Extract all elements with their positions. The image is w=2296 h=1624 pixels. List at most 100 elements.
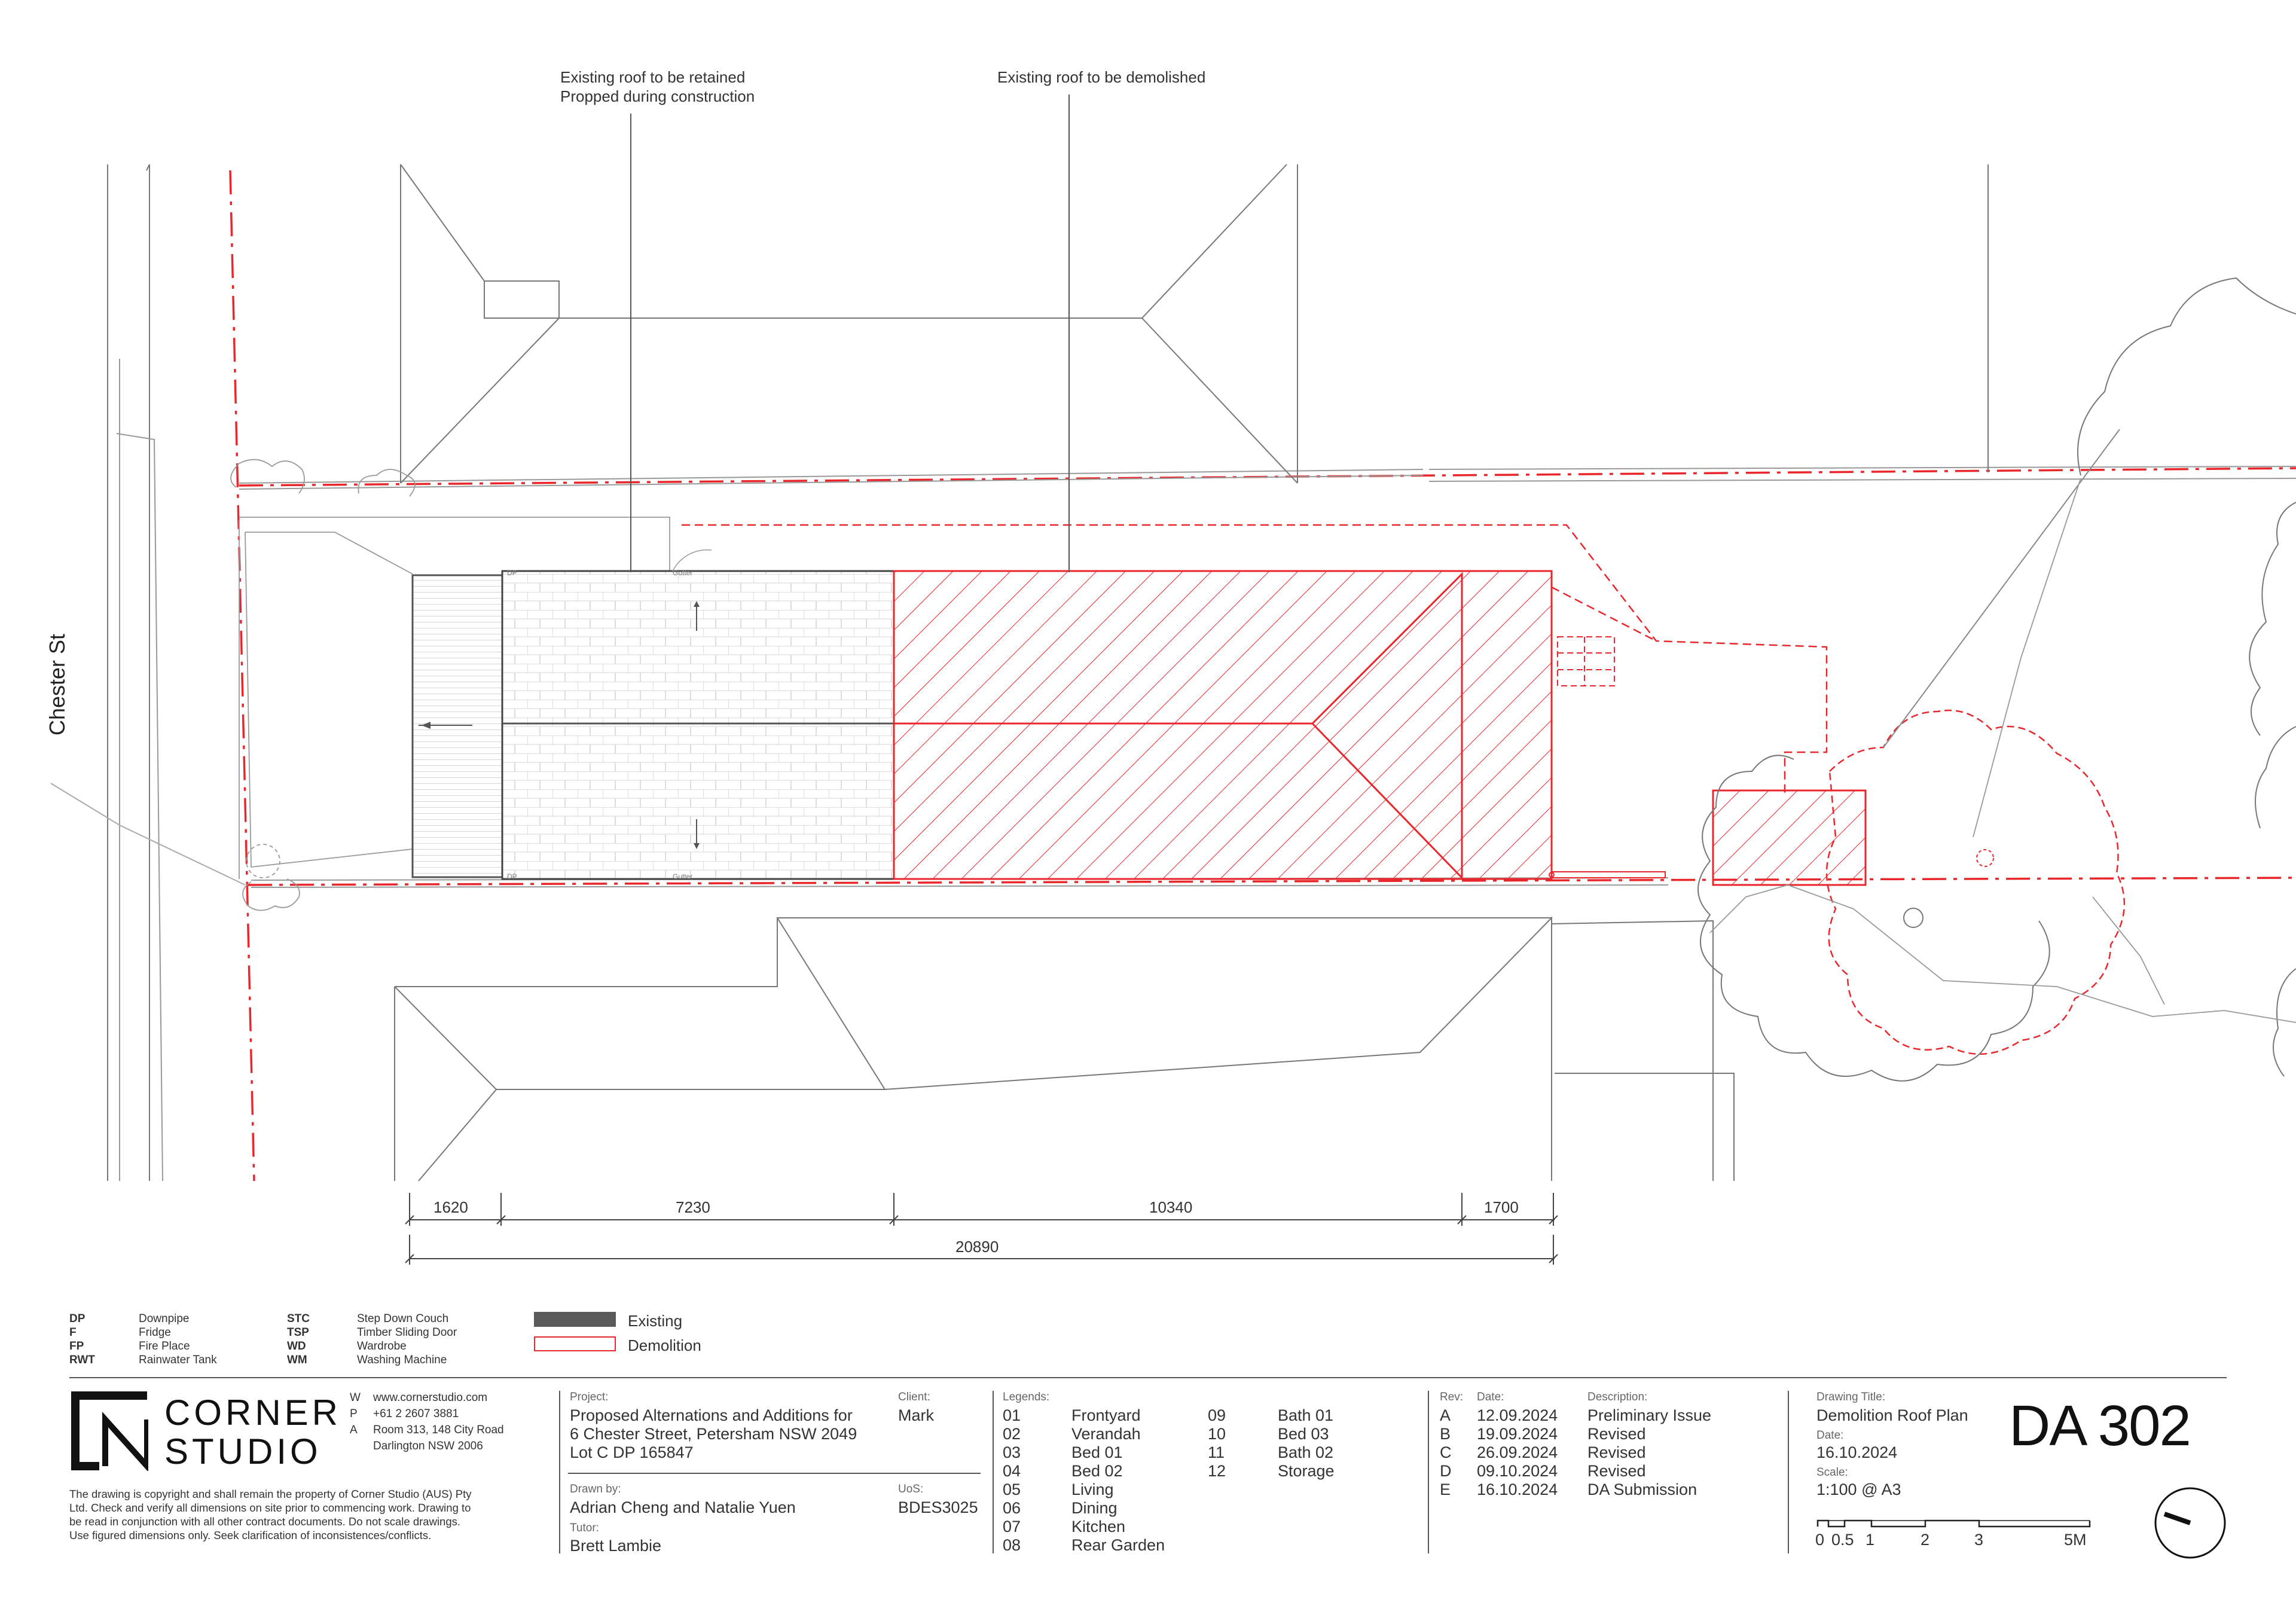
address-line2: Darlington NSW 2006	[373, 1440, 483, 1452]
legend-name: Bed 01	[1071, 1443, 1123, 1461]
divider-project	[568, 1473, 981, 1474]
disclaimer-line4: Use figured dimensions only. Seek clarif…	[69, 1529, 432, 1541]
gutter-tag: Gutter	[673, 569, 692, 577]
abbr-text: Wardrobe	[357, 1340, 407, 1353]
rev-desc-label: Description:	[1587, 1391, 1648, 1403]
legend-name: Bed 03	[1278, 1425, 1329, 1443]
disclaimer-line2: Ltd. Check and verify all dimensions on …	[69, 1501, 471, 1514]
dp-tag: DP	[507, 569, 517, 577]
key-existing-swatch	[534, 1312, 616, 1327]
dimension-10340: 10340	[1149, 1198, 1193, 1216]
gutter-tag-2: Gutter	[673, 872, 692, 881]
drawing-scale: 1:100 @ A3	[1816, 1480, 1901, 1498]
legend-name: Storage	[1278, 1462, 1335, 1480]
client-label: Client:	[898, 1391, 930, 1403]
web-value: www.cornerstudio.com	[373, 1391, 488, 1404]
boundary-front	[229, 170, 255, 1182]
firm-name-line1: CORNER	[164, 1393, 342, 1433]
abbr-code: FP	[69, 1340, 84, 1353]
dp-tag-2: DP	[507, 872, 517, 881]
north-arrow-icon	[2154, 1487, 2226, 1559]
uos-value: BDES3025	[898, 1498, 978, 1516]
dimension-1620: 1620	[433, 1198, 468, 1216]
scale-bar	[1816, 1519, 2091, 1528]
legend-num: 02	[1003, 1425, 1021, 1443]
legend-num: 03	[1003, 1443, 1021, 1461]
street-lines	[50, 164, 246, 1182]
abbr-code: STC	[287, 1312, 310, 1325]
dimension-total: 20890	[955, 1238, 999, 1256]
abbr-code: WD	[287, 1340, 306, 1353]
legend-num: 01	[1003, 1406, 1021, 1424]
rev-desc: Revised	[1587, 1425, 1646, 1443]
neighbour-house-north	[400, 164, 1989, 484]
rear-shed-demolition	[1712, 789, 1867, 886]
uos-label: UoS:	[898, 1483, 924, 1495]
scale-tick: 2	[1921, 1531, 1930, 1549]
rev-date: 12.09.2024	[1477, 1406, 1558, 1424]
demolition-roof	[893, 570, 1666, 880]
drawing-title: Demolition Roof Plan	[1816, 1406, 1968, 1424]
dimension-lines	[405, 1193, 1558, 1265]
project-line1: Proposed Alternations and Additions for	[570, 1406, 853, 1424]
rev-date: 26.09.2024	[1477, 1443, 1558, 1461]
rev-label: Rev:	[1440, 1391, 1464, 1403]
drawing-title-label: Drawing Title:	[1816, 1391, 1886, 1403]
legend-num: 12	[1208, 1462, 1226, 1480]
project-line3: Lot C DP 165847	[570, 1443, 694, 1461]
abbr-code: RWT	[69, 1354, 95, 1366]
legend-num: 07	[1003, 1518, 1021, 1536]
phone-value: +61 2 2607 3881	[373, 1408, 459, 1420]
drawing-date: 16.10.2024	[1816, 1443, 1898, 1461]
scale-tick: 1	[1866, 1531, 1875, 1549]
scale-tick: 0.5	[1831, 1531, 1854, 1549]
dimension-1700: 1700	[1484, 1198, 1519, 1216]
abbr-text: Fire Place	[139, 1340, 190, 1353]
drawing-date-label: Date:	[1816, 1429, 1844, 1442]
drawn-by-label: Drawn by:	[570, 1483, 621, 1495]
boundary-north	[239, 467, 2296, 487]
key-existing-label: Existing	[628, 1312, 683, 1330]
legend-num: 09	[1208, 1406, 1226, 1424]
divider	[559, 1391, 560, 1553]
legend-name: Living	[1071, 1480, 1114, 1498]
existing-roof-retained	[501, 570, 895, 880]
project-line2: 6 Chester Street, Petersham NSW 2049	[570, 1425, 857, 1443]
trees	[1697, 277, 2296, 1082]
client-value: Mark	[898, 1406, 934, 1424]
abbr-text: Step Down Couch	[357, 1312, 449, 1325]
rear-dashed-outline	[682, 524, 1828, 795]
rev-code: D	[1440, 1462, 1452, 1480]
scale-tick: 5M	[2064, 1531, 2087, 1549]
rev-date: 16.10.2024	[1477, 1480, 1558, 1498]
corner-studio-logo	[71, 1391, 150, 1475]
legend-num: 05	[1003, 1480, 1021, 1498]
tutor-value: Brett Lambie	[570, 1537, 662, 1555]
legend-name: Verandah	[1071, 1425, 1141, 1443]
abbr-text: Fridge	[139, 1326, 171, 1339]
drawing-number: DA 302	[2009, 1394, 2191, 1458]
legend-num: 04	[1003, 1462, 1021, 1480]
tutor-label: Tutor:	[570, 1522, 599, 1534]
drawn-by-value: Adrian Cheng and Natalie Yuen	[570, 1498, 796, 1516]
divider	[993, 1391, 994, 1553]
abbr-text: Washing Machine	[357, 1354, 447, 1366]
rev-code: E	[1440, 1480, 1451, 1498]
rev-date-label: Date:	[1477, 1391, 1504, 1403]
divider	[1788, 1391, 1789, 1553]
legends-label: Legends:	[1003, 1391, 1050, 1403]
abbr-code: WM	[287, 1354, 307, 1366]
rev-desc: Revised	[1587, 1462, 1646, 1480]
disclaimer-line3: be read in conjunction with all other co…	[69, 1515, 461, 1528]
key-demolition-label: Demolition	[628, 1336, 701, 1354]
rev-code: A	[1440, 1406, 1451, 1424]
abbr-code: TSP	[287, 1326, 309, 1339]
disclaimer-line1: The drawing is copyright and shall remai…	[69, 1488, 472, 1500]
titleblock-rule	[69, 1377, 2227, 1378]
dimension-7230: 7230	[676, 1198, 710, 1216]
rev-date: 19.09.2024	[1477, 1425, 1558, 1443]
note-demolished: Existing roof to be demolished	[997, 68, 1206, 86]
legend-name: Bed 02	[1071, 1462, 1123, 1480]
rev-date: 09.10.2024	[1477, 1462, 1558, 1480]
